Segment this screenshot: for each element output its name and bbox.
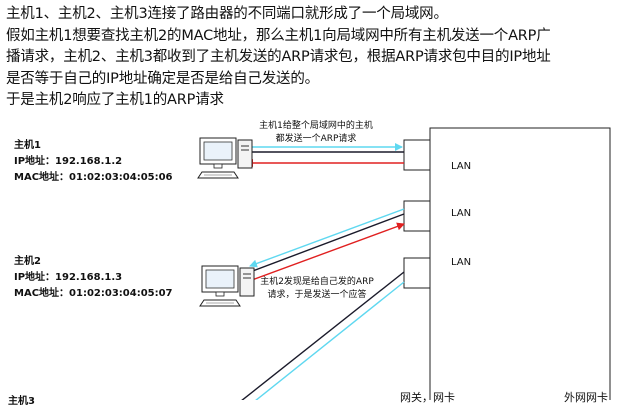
intro-line: 假如主机1想要查找主机2的MAC地址，那么主机1向局域网中所有主机发送一个ARP…: [6, 27, 551, 44]
reply-note-line: 请求，于是发送一个应答: [267, 290, 367, 300]
intro-text: 主机1、主机2、主机3连接了路由器的不同端口就形成了一个局域网。 假如主机1想要…: [6, 4, 631, 112]
broadcast-note-line: 主机1给整个局域网中的主机: [259, 121, 373, 131]
lan-port-1: [403, 139, 431, 171]
broadcast-arrow-to-host2: [249, 208, 405, 268]
broadcast-note: 主机1给整个局域网中的主机 都发送一个ARP请求: [252, 120, 380, 146]
computer-icon: [199, 265, 255, 307]
intro-line: 于是主机2响应了主机1的ARP请求: [6, 92, 224, 108]
wan-label: 外网网卡: [564, 391, 608, 404]
host2-ip: IP地址：192.168.1.3: [14, 272, 123, 283]
host1-name: 主机1: [14, 140, 41, 151]
intro-line: 主机1、主机2、主机3连接了路由器的不同端口就形成了一个局域网。: [6, 6, 448, 22]
lan-label-1: LAN: [451, 161, 472, 172]
host2-name: 主机2: [14, 256, 41, 267]
broadcast-arrow-to-host3: [255, 281, 405, 400]
router-box: [429, 127, 611, 400]
host2-cable: [249, 213, 405, 273]
broadcast-note-line: 都发送一个ARP请求: [275, 134, 357, 144]
reply-arrow-from-host2: [251, 222, 405, 281]
lan-label-2: LAN: [451, 208, 472, 219]
reply-note: 主机2发现是给自己发的ARP 请求，于是发送一个应答: [254, 276, 380, 302]
lan-port-3: [403, 257, 431, 289]
intro-line: 是否等于自己的IP地址确定是否是给自己发送的。: [6, 70, 319, 87]
lan-label-3: LAN: [451, 257, 472, 268]
lan-port-2: [403, 200, 431, 232]
host1-ip: IP地址：192.168.1.2: [14, 156, 123, 167]
host1-mac: MAC地址：01:02:03:04:05:06: [14, 172, 173, 183]
reply-note-line: 主机2发现是给自己发的ARP: [260, 277, 374, 287]
gateway-label: 网关，网卡: [400, 391, 455, 404]
computer-icon: [197, 137, 253, 179]
host2-mac: MAC地址：01:02:03:04:05:07: [14, 288, 173, 299]
intro-line: 播请求，主机2、主机3都收到了主机发送的ARP请求包，根据ARP请求包中目的IP…: [6, 49, 551, 65]
host3-cable: [241, 271, 405, 400]
